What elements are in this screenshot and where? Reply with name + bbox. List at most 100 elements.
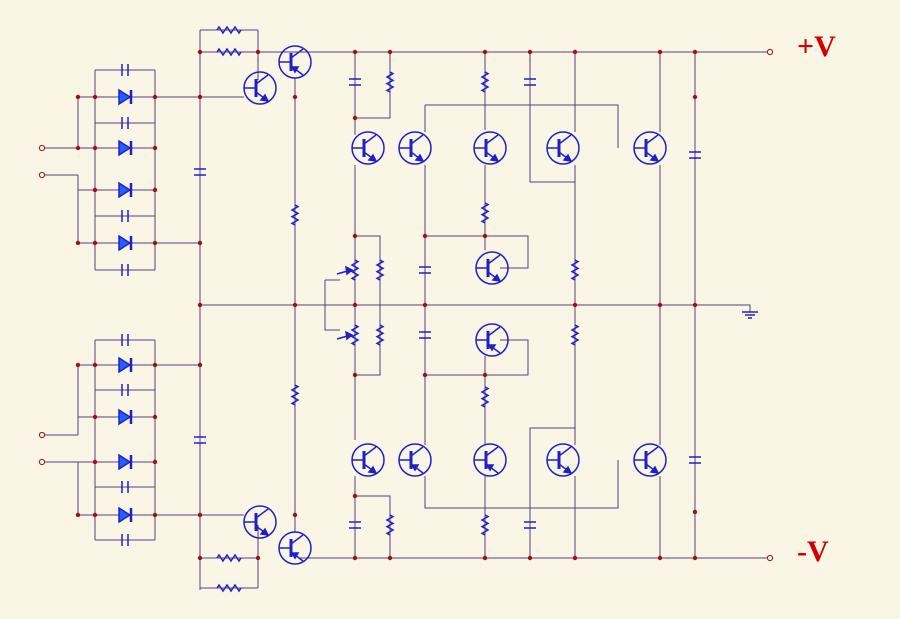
junction-dot	[482, 233, 488, 239]
junction-dot	[352, 302, 358, 308]
diode-icon	[118, 453, 133, 471]
junction-dot	[197, 555, 203, 561]
junction-dot	[292, 512, 298, 518]
resistor-icon	[216, 583, 242, 593]
junction-dot	[422, 302, 428, 308]
npn-transistor-icon	[546, 131, 580, 165]
npn-transistor-icon	[633, 443, 667, 477]
diode-icon	[118, 139, 133, 157]
junction-dot	[657, 302, 663, 308]
wire	[424, 460, 619, 509]
capacitor-icon	[121, 210, 129, 222]
junction-dot	[197, 512, 203, 518]
wire	[355, 52, 391, 119]
capacitor-icon	[689, 456, 701, 464]
pnp-transistor-icon	[473, 443, 507, 477]
capacitor-icon	[524, 78, 536, 86]
junction-dot	[692, 555, 698, 561]
capacitor-icon	[419, 266, 431, 274]
wire	[324, 280, 340, 331]
junction-dot	[572, 555, 578, 561]
junction-dot	[527, 555, 533, 561]
negative-supply-label: -V	[797, 535, 829, 568]
junction-dot	[92, 362, 98, 368]
junction-dot	[572, 302, 578, 308]
wire	[77, 416, 95, 435]
junction-dot	[75, 240, 81, 246]
npn-transistor-icon	[546, 443, 580, 477]
wire	[425, 235, 529, 269]
capacitor-icon	[419, 331, 431, 339]
junction-dot	[75, 94, 81, 100]
junction-dot	[292, 94, 298, 100]
resistor-icon	[216, 25, 242, 35]
npn-transistor-icon	[398, 131, 432, 165]
terminal-icon	[38, 171, 46, 179]
junction-dot	[255, 49, 261, 55]
terminal-icon	[38, 431, 46, 439]
wire	[200, 304, 751, 312]
capacitor-icon	[689, 151, 701, 159]
resistor-icon	[480, 386, 490, 408]
capacitor-icon	[349, 521, 361, 529]
junction-dot	[152, 145, 158, 151]
positive-supply-label: +V	[797, 30, 836, 63]
junction-dot	[152, 240, 158, 246]
resistor-icon	[216, 553, 242, 563]
junction-dot	[152, 362, 158, 368]
wire	[355, 235, 381, 376]
junction-dot	[152, 94, 158, 100]
capacitor-icon	[121, 534, 129, 546]
junction-dot	[422, 372, 428, 378]
wires	[42, 29, 770, 590]
junction-dot	[75, 512, 81, 518]
junction-dot	[197, 94, 203, 100]
npn-transistor-icon	[243, 505, 277, 539]
resistor-icon	[480, 202, 490, 224]
resistor-icon	[375, 259, 385, 281]
wire	[425, 339, 529, 376]
junction-dot	[657, 555, 663, 561]
terminal-icon	[38, 458, 46, 466]
diode-icon	[118, 88, 133, 106]
junction-dot	[422, 233, 428, 239]
resistor-icon	[480, 71, 490, 93]
junction-dot	[572, 49, 578, 55]
junction-dot	[92, 414, 98, 420]
junction-dot	[92, 240, 98, 246]
npn-transistor-icon	[243, 71, 277, 105]
resistor-icon	[385, 71, 395, 93]
capacitor-icon	[349, 78, 361, 86]
potentiometer-icon	[336, 330, 354, 341]
junction-dot	[352, 49, 358, 55]
resistor-icon	[350, 259, 360, 281]
junction-dot	[75, 362, 81, 368]
junction-dot	[92, 94, 98, 100]
junction-dot	[197, 362, 203, 368]
junction-dot	[352, 493, 358, 499]
wire	[425, 104, 619, 148]
resistor-icon	[570, 324, 580, 346]
capacitor-icon	[194, 168, 206, 176]
junction-dot	[387, 49, 393, 55]
capacitor-icon	[121, 264, 129, 276]
junction-dot	[527, 49, 533, 55]
resistor-icon	[375, 324, 385, 346]
npn-transistor-icon	[475, 251, 509, 285]
capacitor-icon	[194, 436, 206, 444]
junction-dot	[92, 145, 98, 151]
junction-dot	[152, 512, 158, 518]
pnp-transistor-icon	[475, 323, 509, 357]
diode-icon	[118, 506, 133, 524]
junction-dot	[352, 372, 358, 378]
capacitor-icon	[524, 521, 536, 529]
junction-dot	[92, 187, 98, 193]
junction-dot	[657, 49, 663, 55]
wire	[529, 427, 575, 558]
junction-dot	[352, 555, 358, 561]
junction-dot	[197, 302, 203, 308]
diode-icon	[118, 408, 133, 426]
capacitor-icon	[121, 117, 129, 129]
junction-dot	[197, 49, 203, 55]
